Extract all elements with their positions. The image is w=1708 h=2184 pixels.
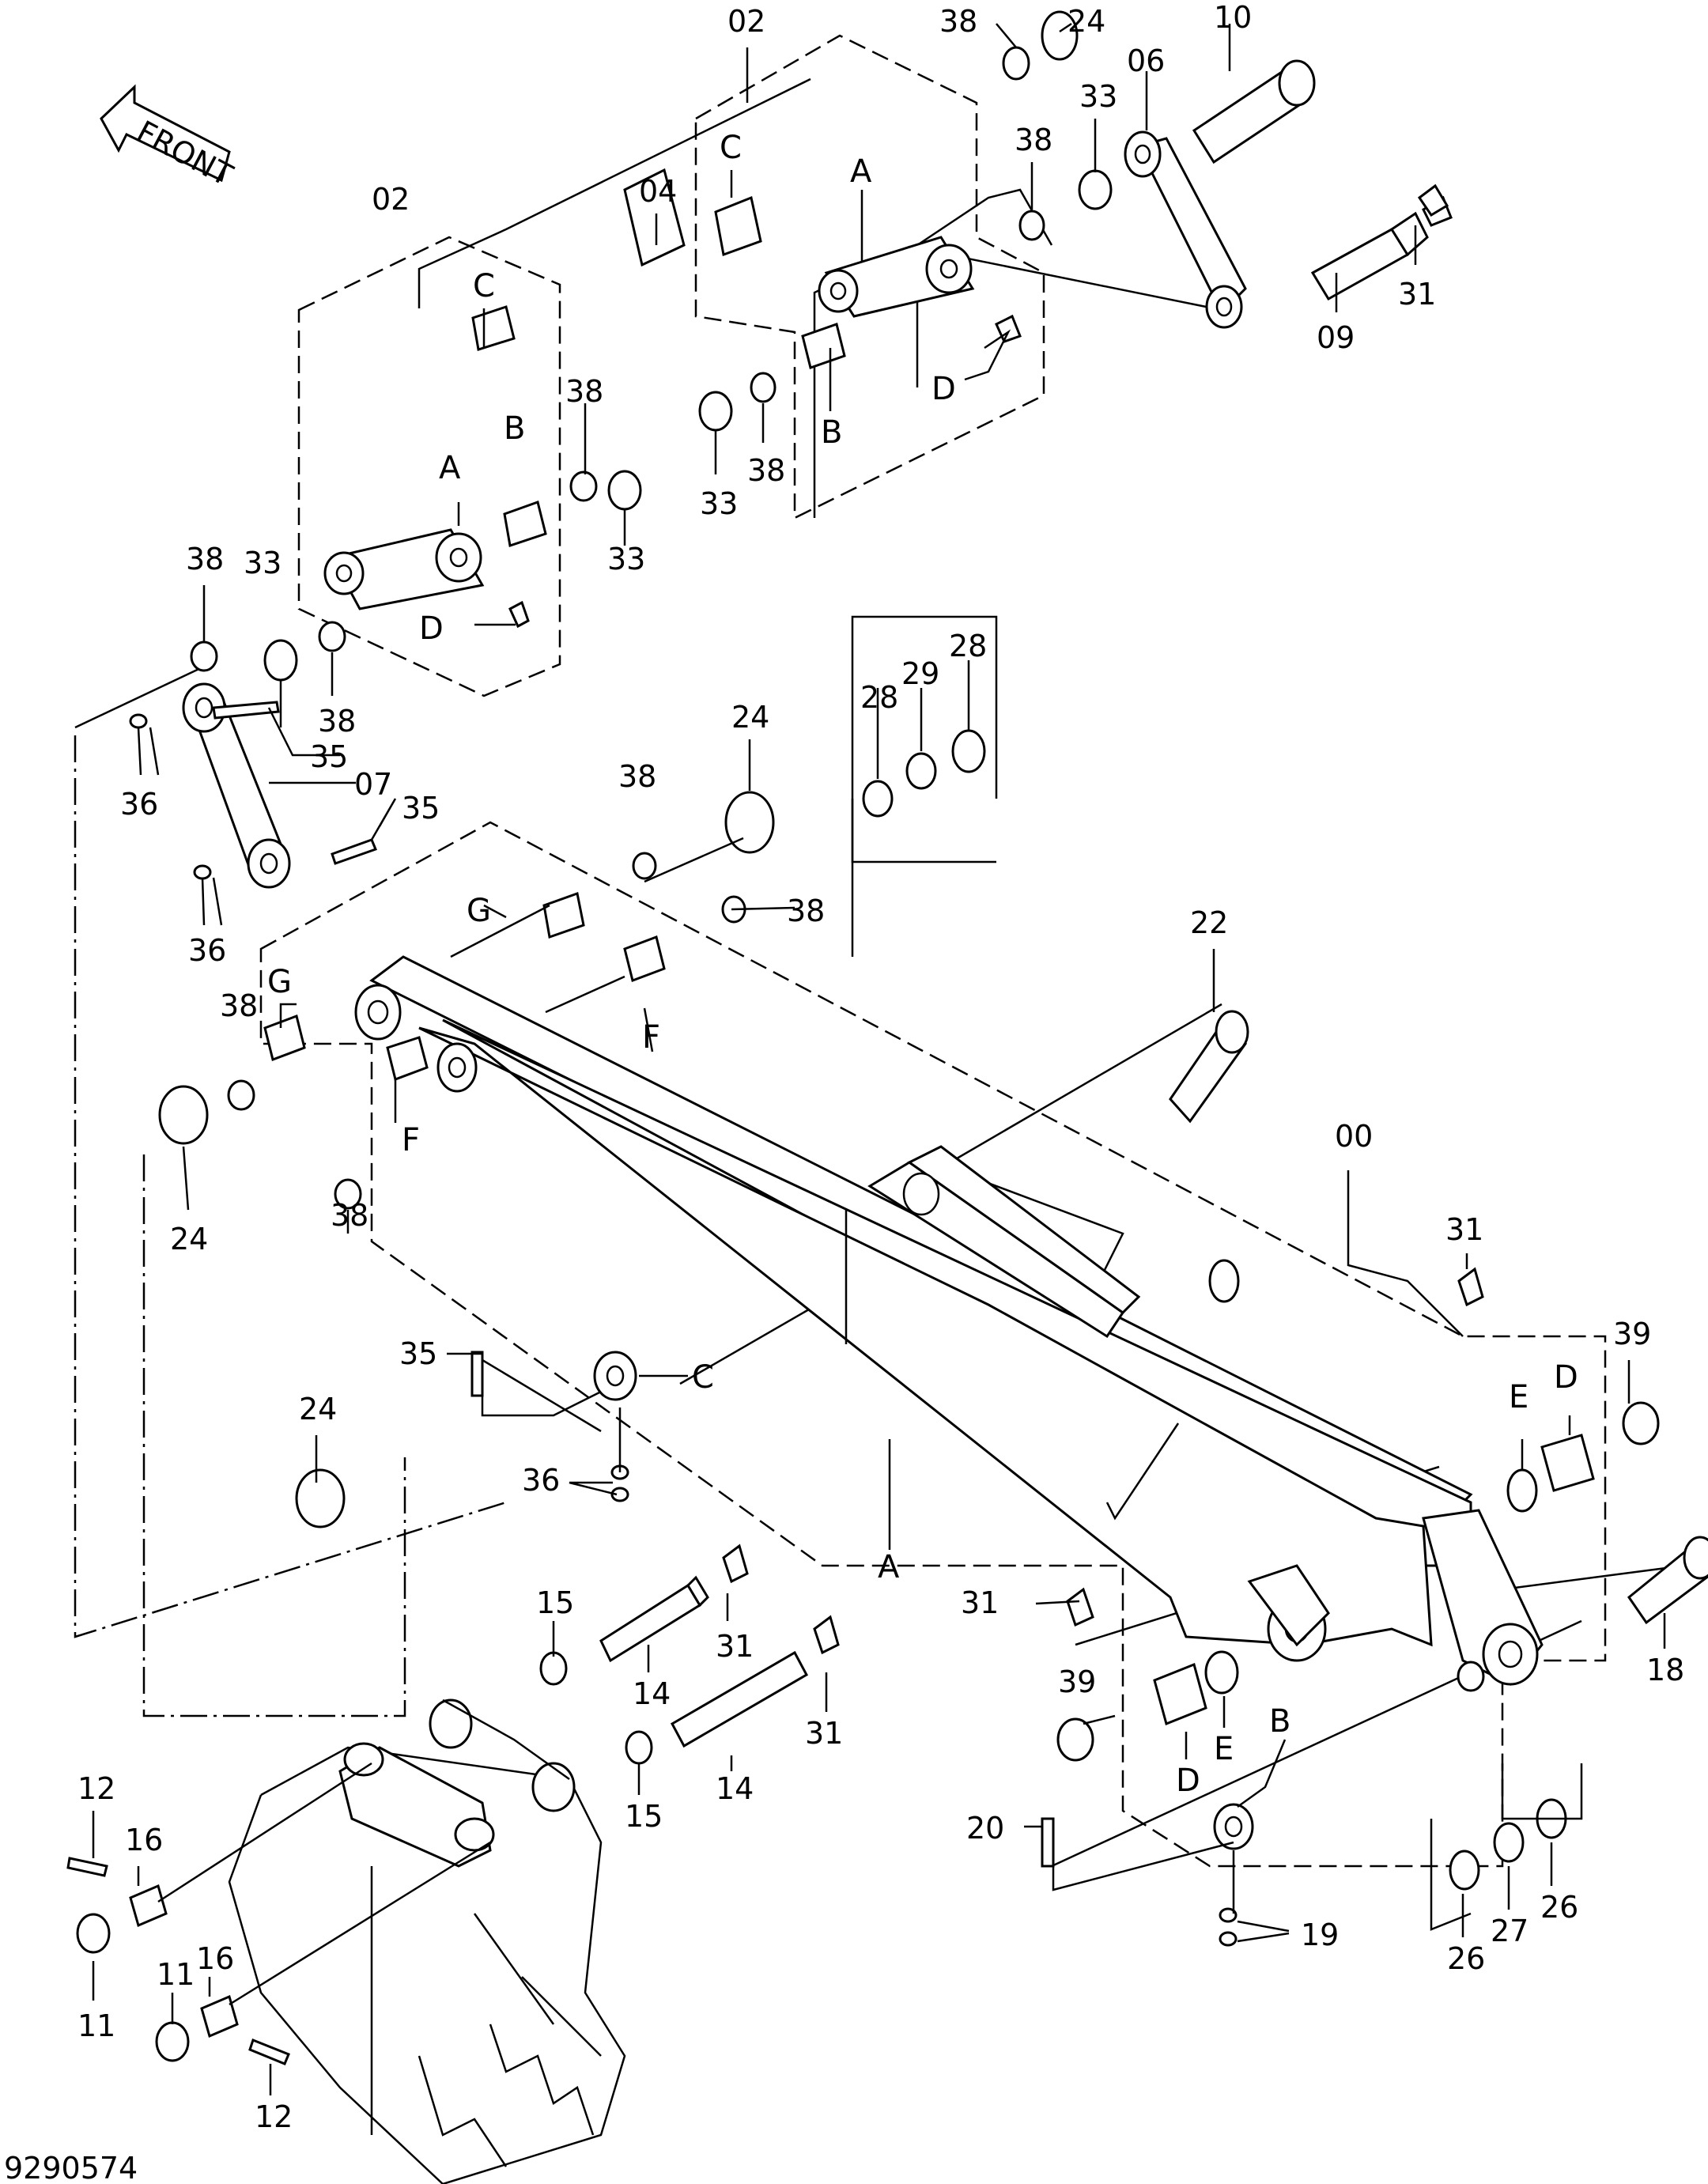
callout-A-c: A (878, 1549, 900, 1585)
small-parts (66, 10, 1660, 2065)
callout-36-b: 36 (188, 933, 226, 968)
callout-E-a: E (1509, 1379, 1529, 1415)
callout-38-b: 38 (1015, 123, 1052, 157)
callout-28-b: 28 (949, 629, 987, 663)
callout-26-a: 26 (1447, 1941, 1485, 1976)
callout-D-a: D (931, 371, 956, 407)
callout-00: 00 (1335, 1119, 1373, 1154)
callout-20: 20 (966, 1811, 1004, 1846)
callout-31-d: 31 (805, 1716, 843, 1751)
callout-G-b: G (267, 964, 292, 1000)
callout-F-a: F (642, 1019, 660, 1056)
callout-10: 10 (1214, 0, 1252, 35)
callout-39-a: 39 (1613, 1317, 1651, 1351)
front-label: FRONT (131, 114, 239, 193)
callout-24-c: 24 (170, 1222, 208, 1256)
callout-38-h: 38 (787, 894, 825, 928)
callout-16-b: 16 (196, 1941, 234, 1976)
callout-D-b: D (419, 610, 444, 647)
link-assembly-right (818, 236, 975, 318)
callout-38-c: 38 (747, 453, 785, 488)
callout-39-b: 39 (1058, 1664, 1096, 1699)
callout-B-a: B (821, 414, 842, 451)
link-assembly-left (323, 528, 485, 610)
callout-14-a: 14 (633, 1676, 671, 1711)
callout-38-i: 38 (220, 988, 258, 1023)
callout-11-b: 11 (157, 1957, 195, 1992)
callout-09: 09 (1317, 320, 1355, 355)
callout-31-a: 31 (1398, 277, 1436, 312)
callout-29: 29 (901, 656, 939, 691)
callout-02-left: 02 (372, 182, 410, 217)
arm-body (354, 955, 1544, 1692)
callout-06: 06 (1127, 43, 1165, 78)
drawing-number: 9290574 (4, 2151, 138, 2184)
callout-35-a: 35 (310, 739, 348, 774)
callout-04: 04 (639, 174, 677, 209)
callout-31-e: 31 (961, 1585, 999, 1620)
callout-12-a: 12 (77, 1771, 115, 1806)
callout-38-f: 38 (318, 704, 356, 739)
callout-A-a: A (850, 153, 872, 190)
callout-D-c: D (1554, 1359, 1578, 1396)
callout-15-a: 15 (536, 1585, 574, 1620)
callout-F-b: F (402, 1122, 420, 1158)
link-07 (182, 682, 291, 889)
link-06 (1124, 130, 1247, 329)
callout-33-d: 33 (244, 546, 282, 580)
callout-28-a: 28 (860, 680, 898, 715)
callout-33-a: 33 (1079, 79, 1117, 114)
callout-A-b: A (439, 450, 461, 486)
callout-31-c: 31 (716, 1629, 754, 1664)
callout-38-g: 38 (618, 759, 656, 794)
callout-36-a: 36 (120, 787, 158, 822)
callout-27: 27 (1491, 1914, 1529, 1948)
callout-C-c: C (692, 1359, 714, 1396)
assembly-outlines (259, 34, 1607, 1868)
callout-C-a: C (720, 130, 742, 166)
callout-38-d: 38 (565, 374, 603, 409)
callout-38-a: 38 (939, 4, 977, 39)
callout-18: 18 (1646, 1653, 1684, 1687)
callout-12-b: 12 (255, 2099, 293, 2134)
callout-B-c: B (1269, 1703, 1290, 1740)
callout-38-e: 38 (186, 542, 224, 576)
callout-16-a: 16 (125, 1823, 163, 1857)
callout-38-j: 38 (331, 1198, 368, 1233)
callout-B-b: B (504, 410, 525, 447)
bucket (157, 1698, 626, 2184)
callout-14-b: 14 (716, 1771, 754, 1806)
callout-22: 22 (1190, 905, 1228, 940)
callout-24-a: 24 (1068, 4, 1105, 39)
callout-11-a: 11 (77, 2008, 115, 2043)
callout-35-c: 35 (399, 1336, 437, 1371)
callout-26-b: 26 (1540, 1890, 1578, 1925)
callout-31-b: 31 (1445, 1212, 1483, 1247)
labels: 02 02 38 24 10 06 33 38 31 09 04 C A D B… (4, 0, 1684, 2184)
callout-33-b: 33 (700, 486, 738, 521)
callout-19: 19 (1301, 1918, 1339, 1952)
callout-36-c: 36 (522, 1463, 560, 1498)
pins (212, 59, 1708, 1868)
callout-15-b: 15 (625, 1799, 663, 1834)
callout-33-c: 33 (607, 542, 645, 576)
callout-35-b: 35 (402, 791, 440, 826)
callout-24-b: 24 (731, 700, 769, 735)
callout-C-b: C (473, 268, 495, 304)
front-direction-badge: FRONT (100, 84, 239, 193)
center-lines (74, 77, 1685, 1868)
leader-lines (92, 22, 1666, 2095)
callout-02-top: 02 (727, 4, 765, 39)
callout-07: 07 (354, 767, 392, 802)
callout-E-b: E (1214, 1731, 1234, 1767)
callout-24-d: 24 (299, 1392, 337, 1426)
callout-G-a: G (467, 893, 491, 929)
callout-D-d: D (1176, 1763, 1200, 1799)
